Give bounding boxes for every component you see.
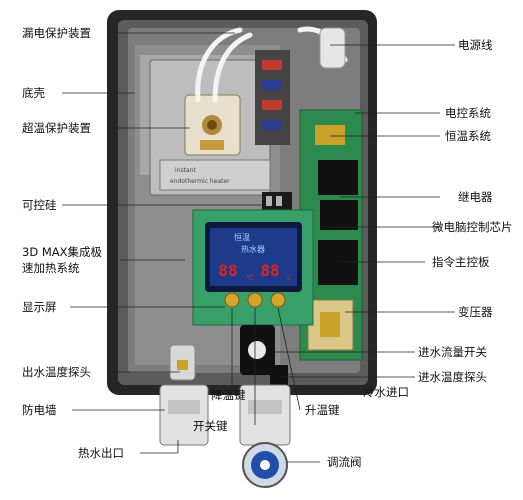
heater-label-2: endothermic heater xyxy=(170,178,230,185)
hot-water-outlet-pipe xyxy=(159,384,209,446)
label-3d-max-line2: 速加热系统 xyxy=(22,261,80,275)
label-cold-water-inlet: 冷水进口 xyxy=(363,385,409,399)
heater-label-1: instant xyxy=(175,167,196,174)
label-anti-shock-wall: 防电墙 xyxy=(22,403,57,417)
flow-switch xyxy=(240,325,275,375)
label-power-cord: 电源线 xyxy=(458,38,493,52)
label-hot-water-outlet: 热水出口 xyxy=(78,446,124,460)
terminal-block xyxy=(255,50,290,145)
display-left-unit: ℃ xyxy=(246,274,254,282)
label-outlet-temp-probe: 出水温度探头 xyxy=(22,365,91,379)
cool-down-key[interactable] xyxy=(224,292,240,308)
display-left-digits: 88 xyxy=(218,261,237,280)
display-right-digits: 88 xyxy=(260,261,279,280)
label-thermostat-system: 恒温系统 xyxy=(445,129,491,143)
label-inlet-temp-probe: 进水温度探头 xyxy=(418,370,487,384)
display-top-text: 恒温 xyxy=(234,232,250,242)
label-overtemp-protector: 超温保护装置 xyxy=(22,121,91,135)
label-display-screen: 显示屏 xyxy=(22,300,57,314)
label-relay: 继电器 xyxy=(458,190,493,204)
display-mid-text: 热水器 xyxy=(241,244,265,254)
outlet-temp-probe xyxy=(169,344,196,381)
label-cool-down-key: 降温键 xyxy=(211,388,246,402)
label-leakage-protector: 漏电保护装置 xyxy=(22,26,91,40)
power-cord xyxy=(319,27,346,69)
bottom-labels: 降温键 开关键 升温键 调流阀 xyxy=(193,388,362,469)
label-inlet-flow-switch: 进水流量开关 xyxy=(418,345,487,359)
flow-valve xyxy=(242,442,288,488)
label-power-key: 开关键 xyxy=(193,419,228,433)
label-main-control-board: 指令主控板 xyxy=(432,255,490,269)
label-thyristor: 可控硅 xyxy=(22,198,57,212)
button-group xyxy=(224,292,286,308)
display-screen: 恒温 热水器 88 88 ℃ L xyxy=(218,232,291,282)
thyristor xyxy=(262,192,292,210)
power-key[interactable] xyxy=(247,292,263,308)
overtemp-protector xyxy=(184,94,241,156)
label-3d-max-line1: 3D MAX集成极 xyxy=(22,245,102,259)
label-microcomputer-chip: 微电脑控制芯片 xyxy=(432,220,513,234)
label-electric-control: 电控系统 xyxy=(445,106,491,120)
right-labels: 电源线 电控系统 恒温系统 继电器 微电脑控制芯片 指令主控板 变压器 进水流量… xyxy=(363,38,513,399)
leader-lines xyxy=(62,32,455,463)
label-heat-up-key: 升温键 xyxy=(305,403,340,417)
label-transformer: 变压器 xyxy=(458,305,493,319)
label-flow-valve: 调流阀 xyxy=(327,455,362,469)
left-labels: 漏电保护装置 底壳 超温保护装置 可控硅 3D MAX集成极 速加热系统 显示屏… xyxy=(22,26,124,460)
label-bottom-shell: 底壳 xyxy=(22,86,45,100)
display-right-unit: L xyxy=(287,274,291,282)
display-pcb xyxy=(192,209,314,326)
inlet-temp-probe xyxy=(270,365,288,385)
heat-up-key[interactable] xyxy=(270,292,286,308)
cold-water-inlet-pipe xyxy=(239,384,291,446)
